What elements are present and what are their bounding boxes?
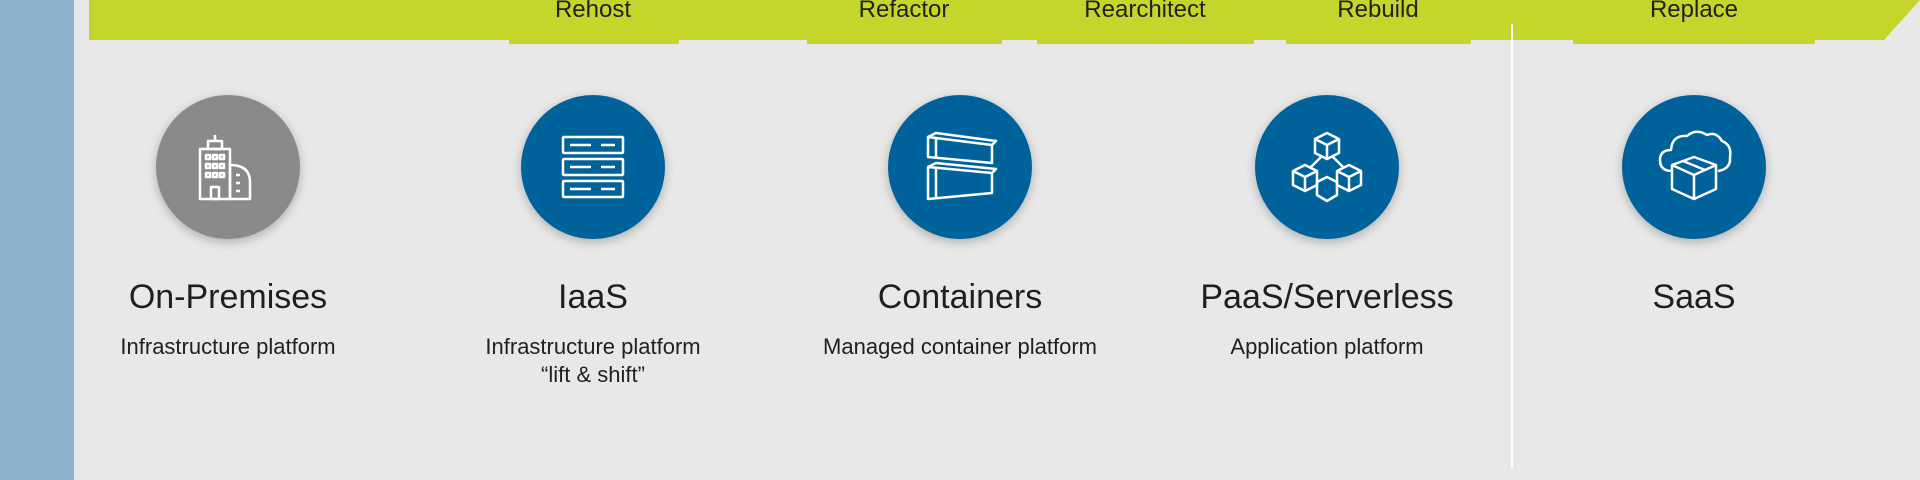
- container-icon: [926, 131, 998, 201]
- iaas-subtitle: Infrastructure platform “lift & shift”: [485, 333, 700, 389]
- containers-title: Containers: [877, 278, 1043, 316]
- on-premises-title: On-Premises: [128, 278, 328, 316]
- iaas-circle: [521, 95, 665, 239]
- banner-shape: [89, 0, 1920, 44]
- tab-rehost: Rehost: [554, 0, 632, 23]
- on-premises-circle: [156, 95, 300, 239]
- tab-rearchitect: Rearchitect: [1084, 0, 1206, 23]
- server-rack-icon: [561, 135, 625, 199]
- paas-title: PaaS/Serverless: [1200, 278, 1454, 316]
- iaas-subtitle-line2: “lift & shift”: [541, 362, 645, 387]
- saas-title: SaaS: [1652, 278, 1736, 316]
- paas-subtitle: Application platform: [1230, 334, 1424, 359]
- containers-subtitle: Managed container platform: [823, 334, 1097, 359]
- cloud-box-icon: [1658, 130, 1732, 201]
- office-building-icon: [198, 135, 252, 201]
- cubes-icon: [1291, 131, 1363, 203]
- containers-circle: [888, 95, 1032, 239]
- tab-refactor: Refactor: [858, 0, 950, 23]
- on-premises-subtitle: Infrastructure platform: [120, 334, 336, 359]
- tab-rebuild: Rebuild: [1337, 0, 1419, 23]
- left-accent-band: [0, 0, 74, 480]
- migration-strategy-banner: [89, 0, 1920, 44]
- iaas-subtitle-line1: Infrastructure platform: [485, 334, 701, 359]
- saas-divider-line: [1511, 24, 1513, 468]
- paas-circle: [1255, 95, 1399, 239]
- iaas-title: IaaS: [558, 278, 628, 316]
- saas-circle: [1622, 95, 1766, 239]
- tab-replace: Replace: [1649, 0, 1739, 23]
